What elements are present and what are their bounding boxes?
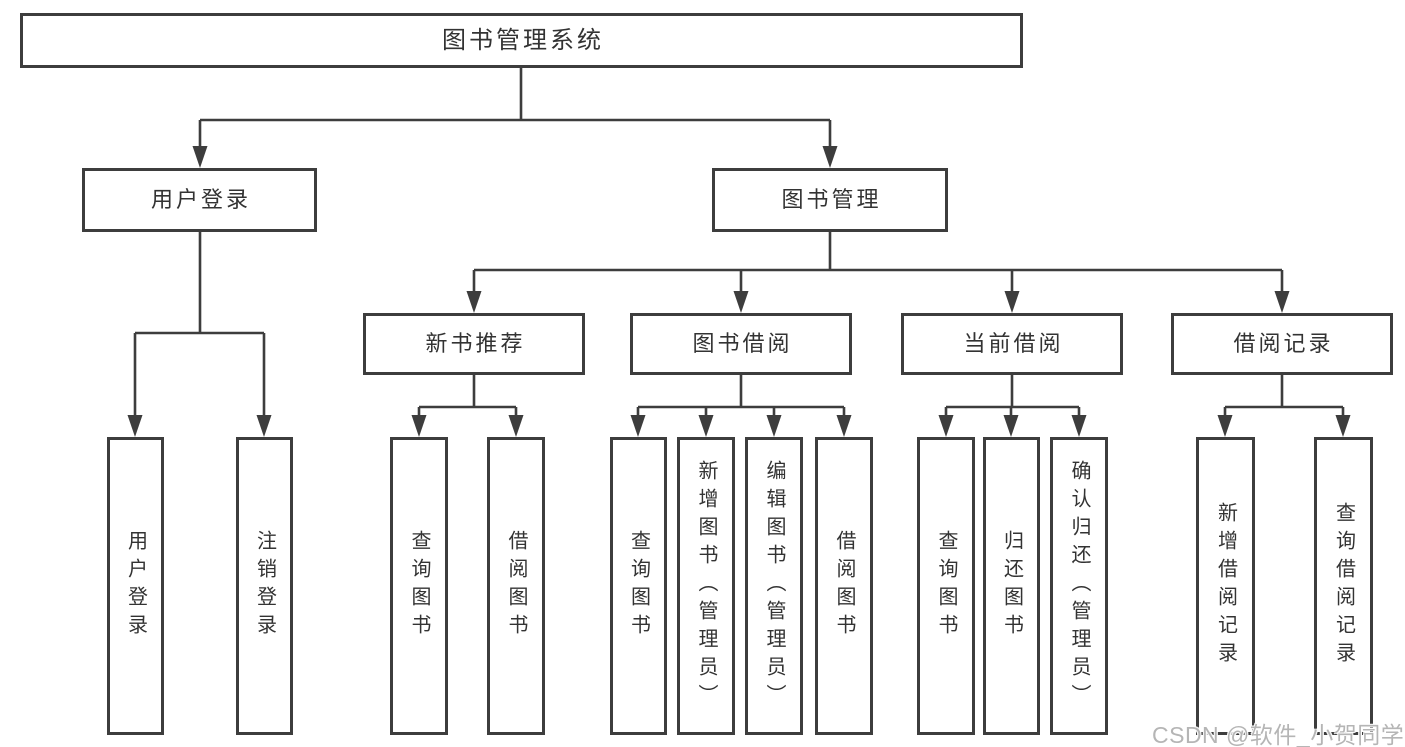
connector-borrow-group (630, 375, 852, 437)
leaf-query-books-recommend: 查询图书 (390, 437, 448, 735)
leaf-query-books-borrow: 查询图书 (610, 437, 667, 735)
leaf-return-books: 归还图书 (983, 437, 1040, 735)
watermark: CSDN @软件_小贺同学 (1152, 722, 1405, 747)
leaf-query-books-current: 查询图书 (917, 437, 975, 735)
leaf-borrow-books: 借阅图书 (815, 437, 873, 735)
node-user-login: 用户登录 (82, 168, 317, 232)
node-book-borrow: 图书借阅 (630, 313, 852, 375)
node-new-book-recommend: 新书推荐 (363, 313, 585, 375)
node-library-management-system: 图书管理系统 (20, 13, 1023, 68)
connector-bookmgmt-to-level2 (466, 232, 1290, 313)
leaf-confirm-return-admin: 确认归还（管理员） (1050, 437, 1108, 735)
leaf-add-books-admin: 新增图书（管理员） (677, 437, 735, 735)
leaf-user-login: 用户登录 (107, 437, 164, 735)
leaf-query-borrow-record: 查询借阅记录 (1314, 437, 1373, 735)
connector-recommend-group (411, 375, 524, 437)
node-borrow-records: 借阅记录 (1171, 313, 1393, 375)
connector-current-group (938, 375, 1087, 437)
connector-userlogin-group (127, 232, 272, 437)
node-book-management: 图书管理 (712, 168, 948, 232)
connector-records-group (1217, 375, 1351, 437)
leaf-edit-books-admin: 编辑图书（管理员） (745, 437, 803, 735)
connector-root-to-level1 (192, 68, 838, 168)
node-current-borrow: 当前借阅 (901, 313, 1123, 375)
leaf-logout: 注销登录 (236, 437, 293, 735)
leaf-add-borrow-record: 新增借阅记录 (1196, 437, 1255, 735)
leaf-borrow-books-recommend: 借阅图书 (487, 437, 545, 735)
